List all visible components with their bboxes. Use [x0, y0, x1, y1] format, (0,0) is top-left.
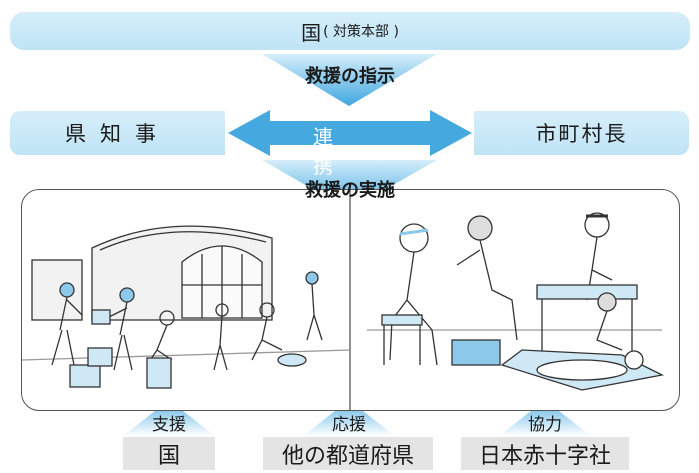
implementation-arrow	[262, 160, 437, 210]
red-cross-label: 日本赤十字社	[478, 443, 611, 469]
support-label-3: 協力	[528, 415, 562, 435]
cooperation-arrow	[228, 110, 472, 156]
red-cross-box: 日本赤十字社	[461, 437, 629, 470]
support-arrow-2	[303, 400, 395, 436]
task-force-label: ( 対策本部 )	[323, 24, 399, 40]
relief-illustration	[21, 189, 680, 411]
instruction-arrow	[262, 54, 437, 106]
national-support-label: 国	[157, 443, 180, 469]
municipal-mayor-label: 市町村長	[535, 122, 628, 146]
prefectural-governor-label: 県知事	[65, 122, 170, 146]
municipal-mayor-box: 市町村長	[474, 111, 689, 155]
national-govt-bar: 国 ( 対策本部 )	[10, 12, 690, 50]
support-arrow-3	[499, 400, 591, 436]
prefectural-governor-box: 県知事	[10, 111, 225, 155]
relief-scene-drawing	[22, 190, 665, 410]
national-support-box: 国	[123, 437, 215, 470]
support-label-1: 支援	[152, 415, 186, 435]
implementation-label: 救援の実施	[305, 180, 395, 201]
support-label-2: 応援	[332, 415, 366, 435]
other-prefectures-label: 他の都道府県	[281, 443, 414, 469]
national-govt-label: 国	[301, 20, 322, 45]
support-arrow-1	[123, 400, 215, 436]
instruction-label: 救援の指示	[305, 66, 395, 87]
cooperation-label: 連 携	[313, 125, 387, 178]
other-prefectures-box: 他の都道府県	[263, 437, 433, 470]
